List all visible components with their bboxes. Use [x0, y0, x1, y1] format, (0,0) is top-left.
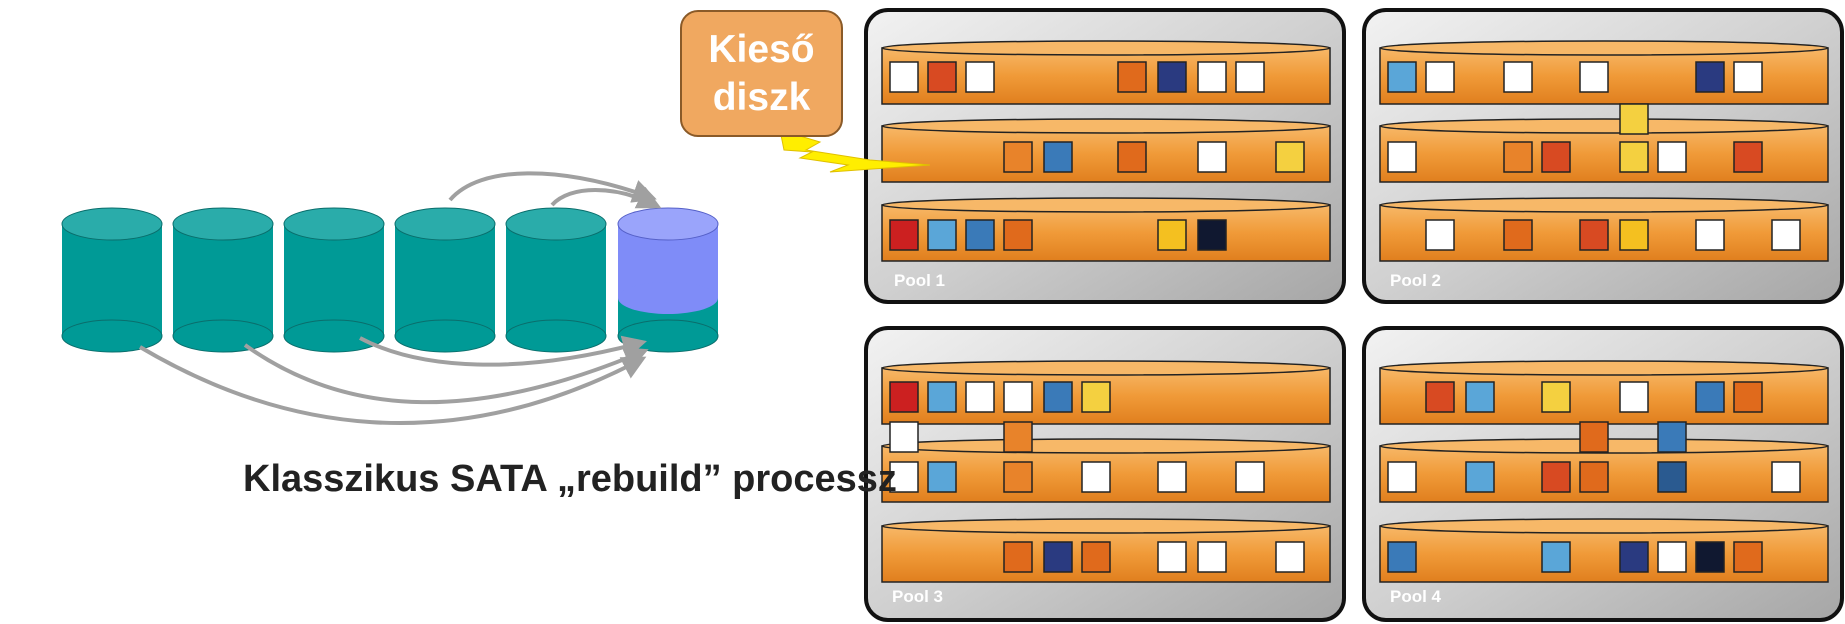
pool-1-label: Pool 1	[894, 271, 945, 290]
pool-2-blocks	[1387, 61, 1801, 251]
callout-line-1: Kieső	[708, 28, 815, 71]
sata-disk-4	[394, 207, 496, 353]
pool-1-panel: Pool 1	[864, 8, 1346, 304]
arrow-from-disk-3	[359, 335, 647, 367]
pool-4-label: Pool 4	[1390, 587, 1442, 606]
sata-disk-1	[61, 207, 163, 353]
sata-disk-3	[283, 207, 385, 353]
arrow-from-disk-5	[550, 186, 662, 209]
pool-4-blocks	[1387, 381, 1801, 573]
sata-disk-2	[172, 207, 274, 353]
spare-disk-rebuilding	[617, 207, 719, 353]
pool-3-label: Pool 3	[892, 587, 943, 606]
pool-4-panel: Pool 4	[1362, 326, 1844, 622]
diagram-caption: Klasszikus SATA „rebuild” processz	[243, 458, 897, 500]
pool-1-disk-2	[881, 118, 1331, 183]
rebuild-arrows	[138, 171, 662, 425]
lightning-bolt-icon	[779, 129, 931, 173]
sata-disk-array	[61, 207, 719, 353]
sata-disk-5	[505, 207, 607, 353]
pool-3-panel: Pool 3	[864, 326, 1346, 622]
pool-2-panel: Pool 2	[1362, 8, 1844, 304]
arrow-from-disk-4	[448, 171, 657, 203]
pool-3-blocks	[889, 381, 1305, 573]
callout-line-2: diszk	[712, 76, 811, 119]
arrow-from-disk-1	[138, 345, 647, 425]
pool-2-label: Pool 2	[1390, 271, 1441, 290]
pool-1-blocks	[889, 61, 1305, 251]
arrow-from-disk-2	[243, 343, 649, 405]
failed-disk-callout: Kieső diszk	[680, 10, 843, 137]
